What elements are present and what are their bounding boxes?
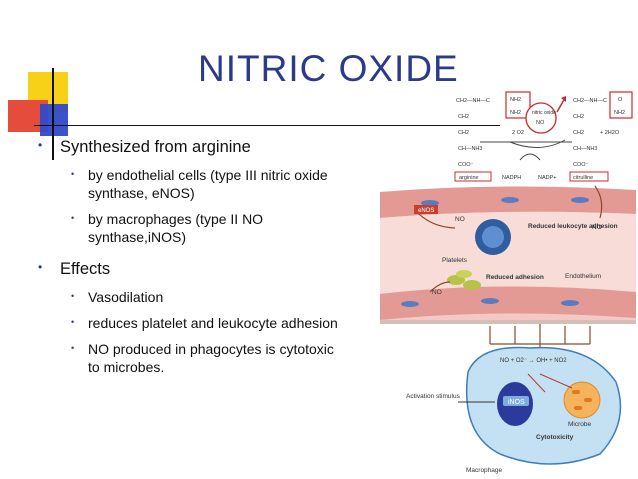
vessel-labels: eNOS NO Reduced leukocyte adhesion NO Pl… bbox=[414, 205, 618, 296]
macrophage-labels: NO + O2⁻ → OH• + NO2 Activation stimulus… bbox=[406, 358, 592, 474]
bullet-list: Synthesized from arginine by endothelial… bbox=[38, 134, 338, 376]
o2-label: 2 O2 bbox=[512, 130, 524, 136]
svg-text:CH2: CH2 bbox=[573, 114, 584, 120]
sub-bullet-endothelial: by endothelial cells (type III nitric ox… bbox=[38, 165, 338, 202]
macrophage-label: Macrophage bbox=[466, 467, 503, 474]
arginine-nh-box bbox=[505, 91, 531, 119]
inos-label: iNOS bbox=[508, 399, 525, 406]
svg-text:COO⁻: COO⁻ bbox=[458, 162, 474, 168]
no-inner-label: NO bbox=[536, 120, 545, 126]
activation-label: Activation stimulus bbox=[406, 393, 461, 400]
h2o-label: + 2H2O bbox=[600, 130, 620, 136]
reaction-arrow bbox=[509, 139, 566, 148]
bullet-effects: Effects bbox=[38, 256, 338, 280]
citrulline-box bbox=[569, 171, 609, 182]
nadph-label: NADPH bbox=[502, 175, 521, 181]
macrophage bbox=[465, 346, 622, 465]
svg-text:CH2: CH2 bbox=[573, 130, 584, 136]
svg-text:CH2: CH2 bbox=[458, 114, 469, 120]
slide-title: NITRIC OXIDE bbox=[198, 48, 459, 89]
platelet bbox=[463, 280, 481, 290]
nitric-oxide-circle bbox=[525, 102, 557, 134]
cytotoxicity-label: Cytotoxicity bbox=[536, 434, 574, 441]
reduced-leukocyte-label: Reduced leukocyte adhesion bbox=[528, 223, 618, 230]
nitric-oxide-label: nitric oxide bbox=[532, 110, 556, 116]
no-arrows-up bbox=[489, 324, 591, 354]
svg-text:NH2: NH2 bbox=[510, 97, 521, 103]
bullet-synthesized: Synthesized from arginine bbox=[38, 134, 338, 158]
platelet bbox=[456, 270, 472, 278]
decor-horizontal-line bbox=[34, 125, 500, 126]
no-label-top: NO bbox=[455, 216, 465, 223]
reaction-label: NO + O2⁻ → OH• + NO2 bbox=[500, 358, 567, 364]
nadp-label: NADP+ bbox=[538, 175, 557, 181]
svg-text:COO⁻: COO⁻ bbox=[573, 162, 589, 168]
reaction-diagram: CH2—NH—C NH2 NH2 CH2 CH2 CH—NH3 COO⁻ arg… bbox=[454, 91, 633, 182]
svg-text:O: O bbox=[618, 97, 623, 103]
sub-bullet-vasodilation: Vasodilation bbox=[38, 287, 338, 306]
nadph-curve bbox=[519, 153, 541, 161]
sub-bullet-macrophages: by macrophages (type II NO synthase,iNOS… bbox=[38, 209, 338, 246]
no-label-right: NO bbox=[592, 224, 602, 231]
enos-label: eNOS bbox=[418, 208, 434, 214]
no-arrow bbox=[556, 97, 566, 113]
blood-vessel bbox=[380, 185, 636, 324]
svg-text:NH2: NH2 bbox=[510, 110, 521, 116]
svg-text:CH2: CH2 bbox=[458, 130, 469, 136]
decor-blue-square bbox=[40, 104, 68, 136]
nitric-oxide-figure: CH2—NH—C NH2 NH2 CH2 CH2 CH—NH3 COO⁻ arg… bbox=[380, 91, 636, 474]
no-label-bottom: NO bbox=[432, 289, 442, 296]
svg-text:CH2—NH—C: CH2—NH—C bbox=[573, 98, 607, 104]
svg-text:CH—NH3: CH—NH3 bbox=[573, 146, 597, 152]
svg-text:CH—NH3: CH—NH3 bbox=[458, 146, 482, 152]
arginine-label: arginine bbox=[459, 175, 479, 181]
reduced-adhesion-label: Reduced adhesion bbox=[486, 274, 544, 281]
svg-text:NH2: NH2 bbox=[614, 110, 625, 116]
citrulline-o-box bbox=[609, 91, 633, 119]
citrulline-label: citrulline bbox=[573, 175, 593, 181]
microbe-label: Microbe bbox=[568, 421, 592, 428]
sub-bullet-cytotoxic: NO produced in phagocytes is cytotoxic t… bbox=[38, 339, 338, 376]
svg-text:CH2—NH—C: CH2—NH—C bbox=[456, 98, 490, 104]
sub-bullet-platelet: reduces platelet and leukocyte adhesion bbox=[38, 313, 338, 332]
endothelium-label: Endothelium bbox=[565, 273, 601, 280]
arginine-box bbox=[454, 171, 492, 182]
platelets-label: Platelets bbox=[442, 257, 468, 264]
decor-vertical-line bbox=[52, 68, 54, 160]
